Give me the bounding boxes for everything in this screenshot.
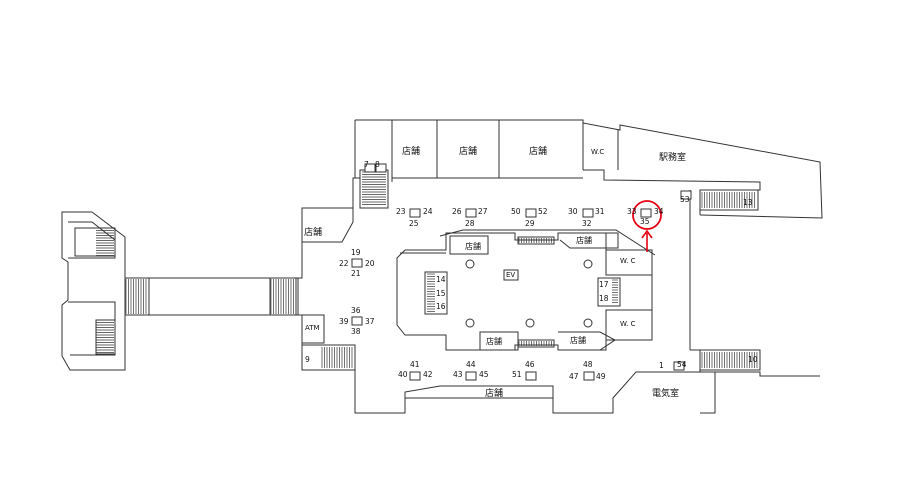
- locker-number: 43: [453, 370, 463, 379]
- locker-number: 37: [365, 317, 375, 326]
- locker-number: 1: [659, 361, 664, 370]
- locker-icon: [409, 208, 421, 218]
- locker-icon: [465, 208, 477, 218]
- locker-number: 21: [351, 269, 361, 278]
- locker-number: 36: [351, 306, 361, 315]
- locker-icon: [525, 371, 537, 381]
- locker-number: 42: [423, 370, 433, 379]
- shop-label: 店舗: [304, 228, 323, 238]
- highlight-circle: [632, 200, 662, 230]
- locker-icon: [351, 316, 363, 326]
- elevator-label: EV: [506, 271, 516, 279]
- station-office-label: 駅務室: [659, 153, 687, 163]
- locker-number: 28: [465, 219, 475, 228]
- locker-number: 31: [595, 207, 605, 216]
- shop-label: 店舗: [459, 147, 478, 157]
- locker-icon: [465, 371, 477, 381]
- locker-number: 18: [599, 294, 609, 303]
- locker-number: 19: [351, 248, 361, 257]
- locker-number: 46: [525, 360, 535, 369]
- shop-label: 店舗: [570, 336, 586, 345]
- locker-number: 24: [423, 207, 433, 216]
- locker-number: 26: [452, 207, 462, 216]
- locker-icon: [640, 208, 652, 218]
- wc-label: W. C: [620, 320, 636, 328]
- locker-number: 44: [466, 360, 476, 369]
- locker-icon: [673, 361, 685, 371]
- locker-number: 33: [627, 207, 637, 216]
- locker-number: 29: [525, 219, 535, 228]
- shop-label: 店舗: [576, 236, 592, 245]
- locker-number: 14: [436, 275, 446, 284]
- locker-number: 30: [568, 207, 578, 216]
- locker-icon: [582, 208, 594, 218]
- locker-number: 9: [305, 355, 310, 364]
- locker-number: 27: [478, 207, 488, 216]
- locker-number: 17: [599, 280, 609, 289]
- locker-number: 22: [339, 259, 349, 268]
- locker-number: 38: [351, 327, 361, 336]
- locker-number: 34: [654, 207, 664, 216]
- wc-label: W.C: [591, 148, 605, 156]
- locker-icon: [680, 190, 692, 200]
- locker-number: 47: [569, 372, 579, 381]
- locker-number: 54: [677, 360, 687, 369]
- locker-number: 52: [538, 207, 548, 216]
- locker-number: 15: [436, 289, 446, 298]
- locker-number: 10: [748, 355, 758, 364]
- locker-number: 39: [339, 317, 349, 326]
- shop-label: 店舗: [529, 147, 548, 157]
- locker-icon: [409, 371, 421, 381]
- atm-label: ATM: [305, 324, 320, 332]
- locker-icon: [364, 163, 376, 173]
- shop-label: 店舗: [402, 147, 421, 157]
- locker-icon: [351, 258, 363, 268]
- locker-icon: [525, 208, 537, 218]
- locker-number-target: 35: [640, 217, 650, 226]
- locker-number: 48: [583, 360, 593, 369]
- locker-number: 7: [364, 160, 369, 169]
- locker-number: 41: [410, 360, 420, 369]
- locker-number: 32: [582, 219, 592, 228]
- locker-number: 45: [479, 370, 489, 379]
- locker-icon: [375, 163, 387, 173]
- locker-icon: [583, 371, 595, 381]
- shop-label: 店舗: [485, 389, 504, 399]
- shop-label: 店舗: [465, 242, 481, 251]
- locker-number: 25: [409, 219, 419, 228]
- locker-number: 23: [396, 207, 406, 216]
- locker-number: 50: [511, 207, 521, 216]
- locker-number: 20: [365, 259, 375, 268]
- electric-room-label: 電気室: [652, 389, 680, 399]
- locker-number: 13: [743, 198, 753, 207]
- shop-label: 店舗: [486, 337, 502, 346]
- wc-label: W. C: [620, 257, 636, 265]
- locker-number: 49: [596, 372, 606, 381]
- locker-number: 51: [512, 370, 522, 379]
- locker-number: 8: [375, 160, 380, 169]
- locker-number: 53: [680, 195, 690, 204]
- locker-number: 40: [398, 370, 408, 379]
- locker-number: 16: [436, 302, 446, 311]
